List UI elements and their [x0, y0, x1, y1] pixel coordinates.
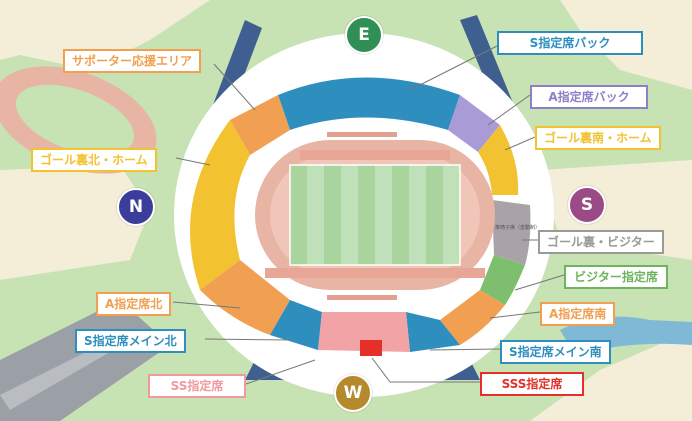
park-path [0, 0, 210, 70]
wheelchair-seating-note: 車椅子席（変動制） [495, 225, 541, 231]
section-a-south [440, 290, 505, 345]
section-supporter [230, 95, 290, 155]
label-sss: SSS指定席 [480, 372, 584, 396]
section-s-back [278, 77, 460, 130]
athletics-field-infield [15, 84, 135, 156]
compass-east-badge: E [345, 16, 383, 54]
compass-letter: E [358, 25, 370, 45]
compass-letter: S [580, 195, 594, 215]
compass-letter: W [343, 383, 363, 403]
section-sss [360, 340, 382, 356]
compass-south-badge: S [568, 186, 606, 224]
label-a-back: A指定席バック [530, 85, 648, 109]
label-goal-north-home: ゴール裏北・ホーム [31, 148, 157, 172]
compass-west-badge: W [334, 374, 372, 412]
label-supporter-area: サポーター応援エリア [63, 49, 202, 73]
label-goal-south-home: ゴール裏南・ホーム [535, 126, 661, 150]
section-goal-north [190, 120, 250, 290]
section-visitor [480, 255, 525, 305]
label-visitor-seats: ビジター指定席 [564, 265, 668, 289]
leader-lines [172, 45, 565, 385]
section-ss [318, 312, 410, 352]
section-a-back [448, 95, 500, 152]
compass-letter: N [128, 197, 144, 217]
park-path [0, 165, 150, 280]
front-straight [265, 268, 485, 278]
section-a-north [200, 260, 290, 335]
bench-bottom [327, 295, 397, 300]
label-a-south: A指定席南 [540, 302, 616, 326]
label-s-main-north: S指定席メイン北 [75, 329, 186, 353]
section-s-main-south [406, 312, 460, 352]
road [0, 345, 110, 410]
label-ss: SS指定席 [148, 374, 246, 398]
label-s-main-south: S指定席メイン南 [500, 340, 611, 364]
road [530, 330, 692, 421]
back-straight [300, 150, 450, 160]
label-a-north: A指定席北 [96, 292, 172, 316]
seating-bowl [190, 77, 531, 356]
section-s-main-north [270, 300, 322, 350]
label-goal-visitor: ゴール裏・ビジター [538, 230, 664, 254]
football-pitch [289, 164, 461, 266]
section-goal-south [478, 125, 519, 195]
compass-north-badge: N [117, 188, 155, 226]
label-s-back: S指定席バック [497, 31, 643, 55]
bench-top [327, 132, 397, 137]
section-goal-visitor [492, 200, 531, 265]
